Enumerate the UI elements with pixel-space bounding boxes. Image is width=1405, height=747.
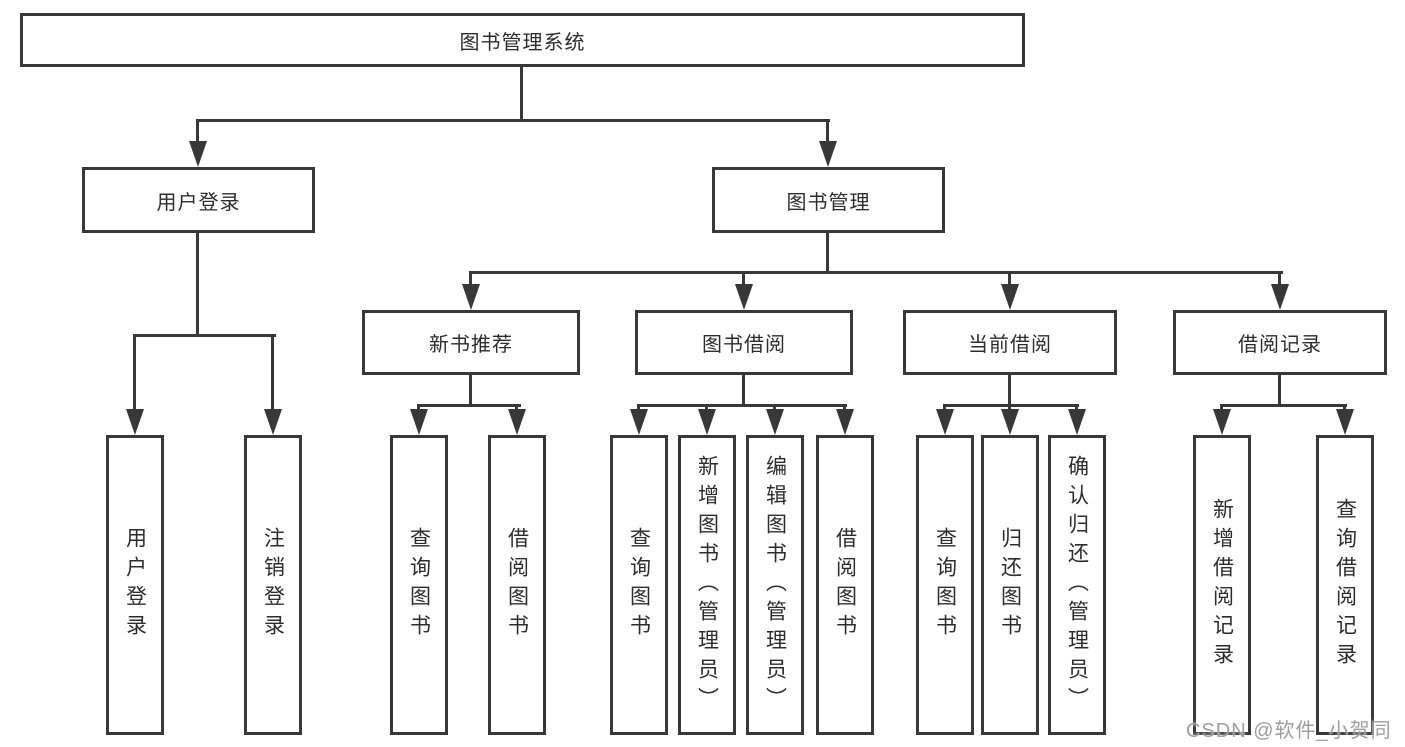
leaf-query-books-current: 查询图书 — [916, 435, 974, 735]
node-borrow-records: 借阅记录 — [1173, 310, 1387, 375]
leaf-confirm-return-admin: 确认归还（管理员） — [1048, 435, 1106, 735]
connector-line — [196, 119, 199, 143]
connector-line — [469, 271, 472, 286]
connector-line — [1278, 375, 1281, 406]
connector-line — [133, 334, 136, 411]
connector-line — [1278, 271, 1281, 286]
leaf-add-books-admin: 新增图书（管理员） — [678, 435, 736, 735]
connector-bar — [469, 271, 1283, 274]
leaf-edit-books-admin: 编辑图书（管理员） — [746, 435, 804, 735]
leaf-label: 借阅图书 — [505, 527, 529, 643]
connector-bar — [1220, 404, 1347, 407]
connector-line — [1075, 404, 1078, 411]
csdn-watermark: CSDN @软件_小贺同学 — [1186, 720, 1392, 742]
connector-line — [1008, 404, 1011, 411]
connector-line — [843, 404, 846, 411]
arrow-down — [1001, 409, 1019, 435]
leaf-label: 归还图书 — [998, 527, 1022, 643]
leaf-user-login: 用户登录 — [106, 435, 164, 735]
arrow-down — [698, 409, 716, 435]
leaf-logout: 注销登录 — [244, 435, 302, 735]
leaf-label: 确认归还（管理员） — [1065, 454, 1089, 716]
connector-line — [469, 375, 472, 406]
arrow-down — [1068, 409, 1086, 435]
arrow-down — [836, 409, 854, 435]
connector-line — [742, 271, 745, 286]
arrow-down — [126, 409, 144, 435]
node-book-borrow: 图书借阅 — [635, 310, 853, 375]
leaf-query-books-borrow: 查询图书 — [610, 435, 668, 735]
leaf-return-books: 归还图书 — [981, 435, 1039, 735]
arrow-down — [264, 409, 282, 435]
leaf-borrow-books: 借阅图书 — [816, 435, 874, 735]
leaf-query-borrow-record: 查询借阅记录 — [1316, 435, 1374, 735]
leaf-label: 查询图书 — [933, 527, 957, 643]
connector-line — [1008, 375, 1011, 406]
arrow-down — [735, 284, 753, 310]
node-book-management: 图书管理 — [712, 167, 945, 233]
connector-bar — [637, 404, 847, 407]
arrow-down — [1336, 409, 1354, 435]
arrow-down — [189, 141, 207, 167]
connector-line — [742, 375, 745, 406]
connector-line — [515, 404, 518, 411]
connector-bar — [196, 119, 830, 122]
leaf-borrow-books-recommend: 借阅图书 — [488, 435, 546, 735]
arrow-down — [1271, 284, 1289, 310]
connector-line — [637, 404, 640, 411]
leaf-query-books-recommend: 查询图书 — [390, 435, 448, 735]
connector-line — [196, 233, 199, 336]
connector-line — [271, 334, 274, 411]
leaf-label: 用户登录 — [123, 527, 147, 643]
arrow-down — [462, 284, 480, 310]
node-root-library-management-system: 图书管理系统 — [20, 13, 1025, 67]
connector-bar — [133, 334, 276, 337]
leaf-label: 注销登录 — [261, 527, 285, 643]
connector-line — [1220, 404, 1223, 411]
connector-line — [943, 404, 946, 411]
connector-line — [773, 404, 776, 411]
connector-line — [1008, 271, 1011, 286]
leaf-label: 新增图书（管理员） — [695, 454, 719, 716]
node-user-login: 用户登录 — [82, 167, 315, 233]
leaf-label: 查询借阅记录 — [1333, 498, 1357, 672]
arrow-down — [630, 409, 648, 435]
leaf-label: 查询图书 — [407, 527, 431, 643]
arrow-down — [766, 409, 784, 435]
leaf-label: 查询图书 — [627, 527, 651, 643]
leaf-label: 编辑图书（管理员） — [763, 454, 787, 716]
leaf-add-borrow-record: 新增借阅记录 — [1193, 435, 1251, 735]
node-new-book-recommend: 新书推荐 — [362, 310, 580, 375]
connector-line — [520, 67, 523, 120]
arrow-down — [936, 409, 954, 435]
leaf-label: 借阅图书 — [833, 527, 857, 643]
connector-line — [826, 233, 829, 273]
connector-bar — [943, 404, 1079, 407]
node-current-borrow: 当前借阅 — [903, 310, 1117, 375]
connector-line — [826, 119, 829, 143]
connector-line — [1343, 404, 1346, 411]
connector-line — [417, 404, 420, 411]
arrow-down — [1213, 409, 1231, 435]
arrow-down — [819, 141, 837, 167]
connector-line — [705, 404, 708, 411]
arrow-down — [410, 409, 428, 435]
connector-bar — [417, 404, 521, 407]
leaf-label: 新增借阅记录 — [1210, 498, 1234, 672]
arrow-down — [508, 409, 526, 435]
arrow-down — [1001, 284, 1019, 310]
